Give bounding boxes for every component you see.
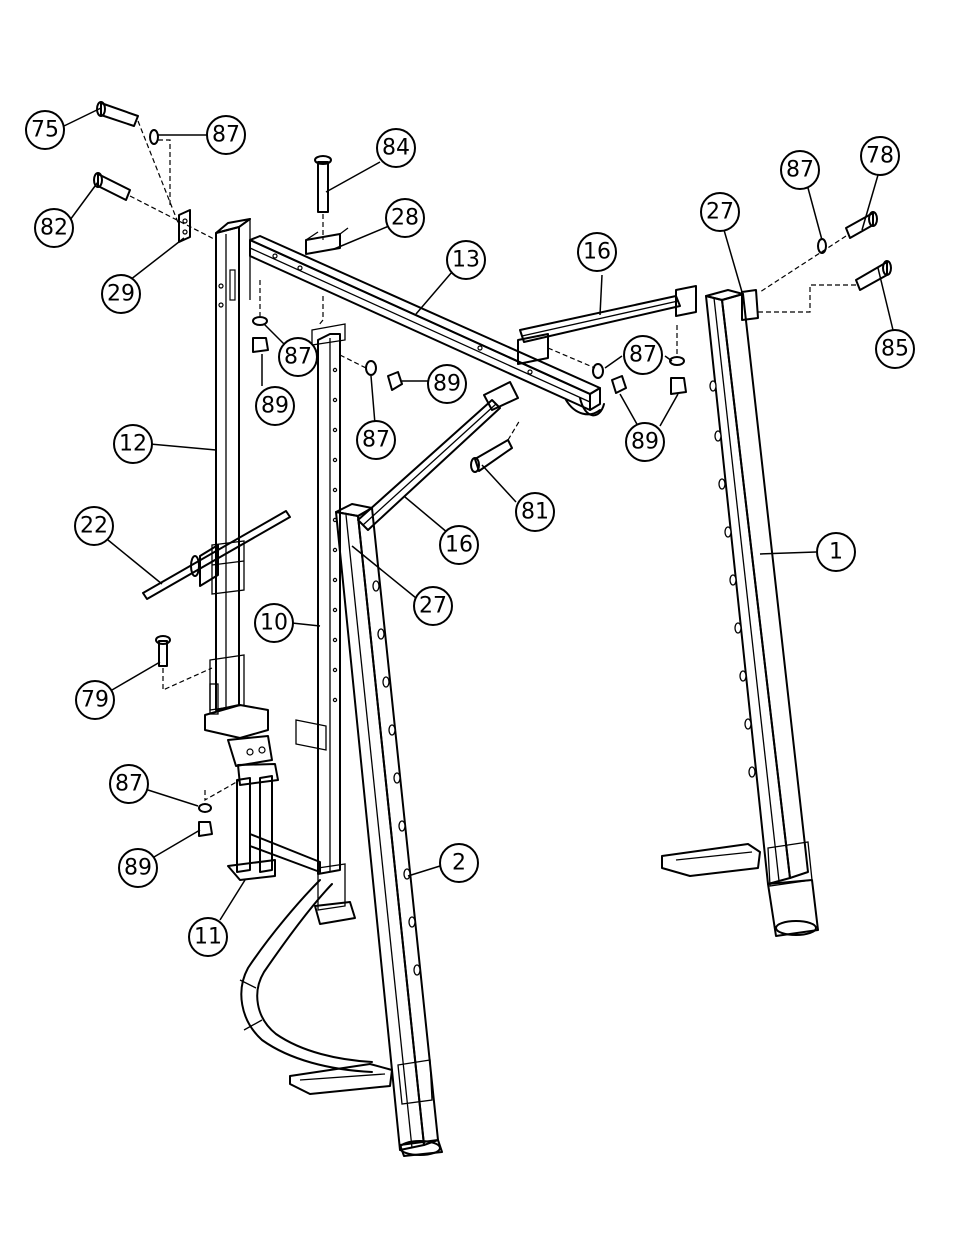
callout-10: 10 [255, 604, 293, 642]
callout-89-lower-left: 89 [119, 849, 157, 887]
callout-label-27: 27 [419, 594, 447, 619]
washer-87-top-left [150, 130, 170, 208]
callout-label-27: 27 [706, 200, 734, 225]
pin-79-part [156, 636, 212, 690]
callout-label-87: 87 [284, 345, 312, 370]
callout-label-89: 89 [433, 372, 461, 397]
washer-87-top-right [818, 239, 826, 253]
peg-row-front [373, 581, 420, 975]
callout-87-top-right: 87 [781, 151, 819, 189]
pin-84-part [315, 156, 331, 240]
callout-79: 79 [76, 681, 114, 719]
callout-85: 85 [876, 330, 914, 368]
washer-87-mid-left [253, 280, 267, 325]
callout-label-22: 22 [80, 514, 108, 539]
washer-87-center [340, 355, 376, 375]
callout-label-84: 84 [382, 136, 410, 161]
callout-label-81: 81 [521, 500, 549, 525]
callout-label-12: 12 [119, 432, 147, 457]
callout-78: 78 [861, 137, 899, 175]
callout-1: 1 [817, 533, 855, 571]
nut-89-lower-left [199, 822, 212, 836]
callout-label-1: 1 [829, 540, 843, 565]
callout-87-top-left: 87 [207, 116, 245, 154]
callout-label-89: 89 [124, 856, 152, 881]
washer-87-right-b [670, 325, 684, 365]
nut-89-right-b [671, 378, 686, 394]
diagonal-brace-upper-part [518, 286, 696, 368]
callout-label-28: 28 [391, 206, 419, 231]
callout-label-82: 82 [40, 216, 68, 241]
callout-87-right: 87 [624, 336, 662, 374]
callout-label-87: 87 [786, 158, 814, 183]
callout-82: 82 [35, 209, 73, 247]
callout-87-center: 87 [357, 421, 395, 459]
callout-16-lower: 16 [440, 526, 478, 564]
callout-label-10: 10 [260, 611, 288, 636]
nut-89-right-a [612, 376, 626, 393]
callout-label-29: 29 [107, 282, 135, 307]
callout-27-front: 27 [414, 587, 452, 625]
left-upright-part [210, 219, 250, 710]
bracket-28-part [306, 228, 348, 254]
pin-85-part [758, 261, 891, 312]
callout-label-87: 87 [629, 343, 657, 368]
callout-label-75: 75 [31, 118, 59, 143]
callout-84: 84 [377, 129, 415, 167]
callout-label-89: 89 [261, 394, 289, 419]
nut-89-center [388, 372, 402, 390]
pin-82-part [94, 173, 216, 240]
callout-89-mid-left: 89 [256, 387, 294, 425]
callout-label-85: 85 [881, 337, 909, 362]
callout-2: 2 [440, 844, 478, 882]
callout-89-center: 89 [428, 365, 466, 403]
callout-label-16: 16 [583, 240, 611, 265]
peg-row-right [710, 381, 755, 777]
callout-12: 12 [114, 425, 152, 463]
callout-label-87: 87 [212, 123, 240, 148]
top-crossbeam-part [250, 236, 604, 415]
callout-label-87: 87 [115, 772, 143, 797]
callout-label-2: 2 [452, 851, 466, 876]
callout-16-upper: 16 [578, 233, 616, 271]
callout-75: 75 [26, 111, 64, 149]
washer-87-right-a [593, 364, 603, 378]
callout-label-78: 78 [866, 144, 894, 169]
callout-label-13: 13 [452, 248, 480, 273]
callout-13: 13 [447, 241, 485, 279]
callout-89-right: 89 [626, 423, 664, 461]
pin-75-part [97, 102, 179, 225]
callout-22: 22 [75, 507, 113, 545]
callout-11: 11 [189, 918, 227, 956]
callout-label-79: 79 [81, 688, 109, 713]
callout-label-11: 11 [194, 925, 222, 950]
callout-29: 29 [102, 275, 140, 313]
nut-89-mid-left [253, 338, 268, 352]
callout-label-89: 89 [631, 430, 659, 455]
washer-87-lower-left [199, 780, 240, 812]
callout-27-right: 27 [701, 193, 739, 231]
callout-label-87: 87 [362, 428, 390, 453]
callout-28: 28 [386, 199, 424, 237]
callout-87-lower-left: 87 [110, 765, 148, 803]
callout-87-mid-left: 87 [279, 338, 317, 376]
pin-78-part [760, 212, 877, 292]
callout-label-16: 16 [445, 533, 473, 558]
callout-81: 81 [516, 493, 554, 531]
